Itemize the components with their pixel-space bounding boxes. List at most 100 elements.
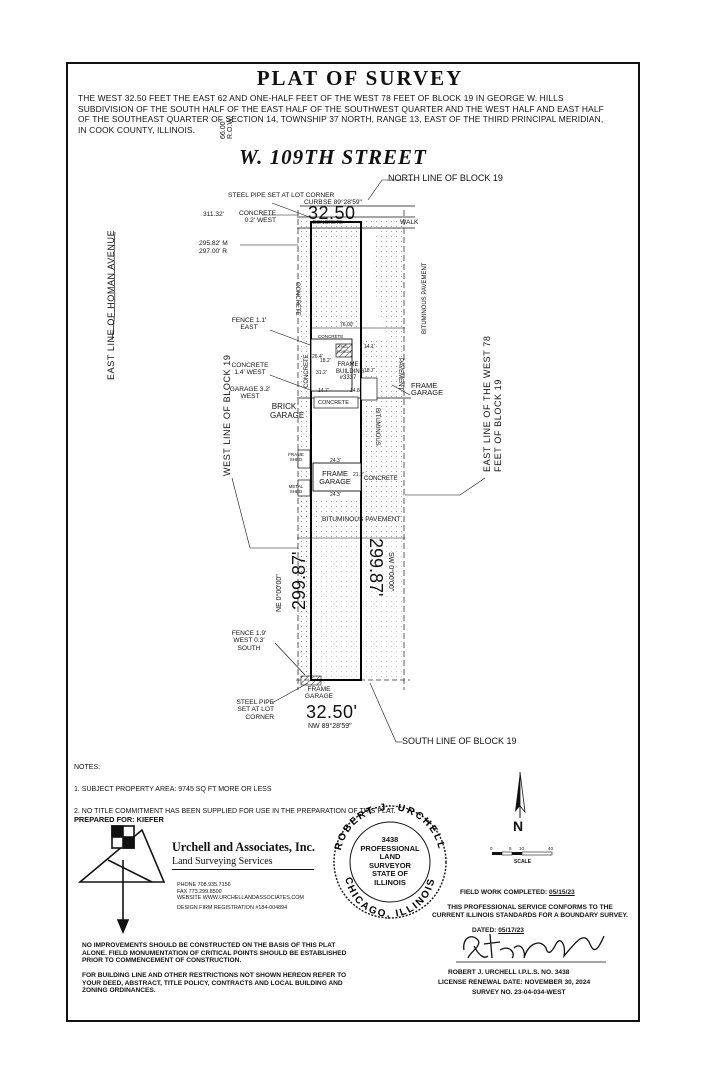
dist-r: 297.00' R — [199, 248, 228, 255]
fence-bottom-label: FENCE 1.9' WEST 0.3' SOUTH — [231, 630, 267, 652]
garage-west-label: GARAGE 3.2' WEST — [229, 386, 271, 401]
company-name: Urchell and Associates, Inc. — [172, 840, 315, 854]
note-item-1: 1. SUBJECT PROPERTY AREA: 9745 SQ FT MOR… — [74, 786, 272, 793]
bottom-width: 32.50' — [306, 702, 358, 722]
seal-line-5: ILLINOIS — [374, 877, 406, 887]
leader-north — [367, 179, 383, 201]
seal-number: 3438 — [381, 835, 399, 844]
company-tagline: Land Surveying Services — [172, 856, 314, 870]
homan-line-label: EAST LINE OF HOMAN AVENUE — [106, 229, 116, 380]
concrete-pad-label: CONCRETE — [318, 400, 349, 406]
bituminous-vertical: BITUMINOUS — [374, 408, 380, 446]
walk-label: WALK — [400, 219, 419, 226]
concrete-small: CONCRETE — [318, 334, 344, 339]
concrete-walk-area — [311, 228, 361, 328]
dim-243a: 24.3' — [330, 458, 341, 464]
document-title: PLAT OF SURVEY — [256, 66, 464, 90]
company-fax: FAX 773.299.8500 — [177, 888, 222, 895]
frame-shed-label: FRAME SHED — [288, 452, 304, 462]
legal-description: THE WEST 32.50 FEET THE EAST 62 AND ONE-… — [78, 93, 604, 135]
bituminous-drive — [361, 228, 405, 340]
concrete-mid-label: CONCRETE — [364, 476, 398, 482]
north-letter: N — [513, 818, 524, 834]
dim-182: 18.2' — [320, 358, 331, 364]
east-line-label: EAST LINE OF THE WEST 78 FEET OF BLOCK 1… — [482, 335, 503, 472]
steel-pipe-bottom-label: STEEL PIPE SET AT LOT CORNER — [236, 699, 274, 721]
dist-m: 295.82' M — [199, 240, 228, 247]
field-work-line: FIELD WORK COMPLETED: 05/15/23 — [460, 889, 575, 897]
concrete-vertical-2: CONCRETE — [304, 354, 310, 388]
surveyor-name: ROBERT J. URCHELL I.P.L.S. No. 3438 — [448, 969, 570, 976]
west-line-label: WEST LINE OF BLOCK 19 — [222, 354, 232, 476]
porch-hatch — [335, 343, 353, 358]
rear-yard — [297, 540, 405, 680]
scale-label: SCALE — [514, 859, 531, 865]
concrete-west14-label: CONCRETE 1.4' WEST — [231, 362, 269, 377]
dim-147: 14.7' — [318, 388, 329, 394]
metal-shed-building — [297, 479, 311, 497]
improvements-warning: NO IMPROVEMENTS SHOULD BE CONSTRUCTED ON… — [82, 942, 347, 965]
curb-label: CURB — [304, 199, 323, 206]
concrete-vertical-1: CONCRETE — [294, 282, 300, 316]
brick-garage-label: BRICK GARAGE — [270, 402, 305, 420]
dim-76: 76.00' — [340, 322, 354, 328]
concrete-top: CONCRETE — [312, 220, 343, 226]
frame-garage-bottom-hatch — [300, 675, 322, 686]
survey-number: SURVEY No. 23-04-034-WEST — [472, 989, 566, 996]
scale-tick-5: 5 — [509, 846, 512, 851]
conform-line-2: CURRENT ILLINOIS STANDARDS FOR A BOUNDAR… — [432, 912, 628, 919]
frame-garage-building — [312, 462, 362, 492]
company-registration: DESIGN FIRM REGISTRATION #184-004894 — [177, 905, 288, 911]
seal-line-2: LAND — [379, 852, 401, 862]
leader-pipe-top — [271, 202, 313, 219]
frame-shed-building — [297, 449, 311, 469]
dim-148: 14.8' — [350, 388, 361, 394]
seal-inner: 3438 PROFESSIONAL LAND SURVEYOR STATE OF… — [350, 835, 430, 888]
prepared-for: PREPARED FOR: KIEFER — [74, 815, 164, 824]
page-border — [66, 62, 640, 1022]
steel-pipe-top-label: STEEL PIPE SET AT LOT CORNER — [228, 192, 335, 199]
street-name: W. 109TH STREET — [239, 145, 427, 169]
dim-243b: 24.3' — [330, 492, 341, 498]
dim-141: 14.1' — [364, 344, 375, 350]
frame-building-label: FRAME BUILDING #3337 — [336, 362, 365, 382]
subject-lot — [310, 221, 362, 681]
bituminous-pavement-h: BITUMINOUS PAVEMENT — [322, 516, 401, 523]
dim-187: 18.7' — [364, 368, 375, 374]
frame-garage-east — [360, 377, 378, 401]
field-work-label: FIELD WORK COMPLETED: — [460, 889, 548, 896]
dim-212: 21.2' — [353, 472, 364, 478]
company-contact: PHONE 708.935.7156 FAX 773.299.8500 WEBS… — [177, 882, 304, 902]
metal-shed-label: METAL SHED — [288, 484, 304, 494]
company-block: Urchell and Associates, Inc. Land Survey… — [172, 840, 315, 870]
top-bearing: SE 89°28'59" — [323, 199, 362, 206]
note-item-2: 2. NO TITLE COMMITMENT HAS BEEN SUPPLIED… — [74, 808, 396, 815]
bituminous-pavement-vertical: BITUMINOUS PAVEMENT — [422, 262, 428, 334]
dist-311: 311.32' — [203, 211, 224, 218]
bituminous-pavement-rear — [297, 498, 405, 538]
frame-garage-mid-label: FRAME GARAGE — [319, 469, 351, 486]
left-bearing: NE 0°00'00" — [276, 574, 283, 612]
bottom-bearing: NW 89°28'59" — [308, 723, 352, 730]
notes-heading: NOTES: — [74, 764, 101, 771]
dated-label: DATED: — [472, 927, 497, 934]
scale-tick-40: 40 — [548, 846, 554, 851]
north-line-label: NORTH LINE OF BLOCK 19 — [388, 173, 503, 183]
dated-line: DATED: 05/17/23 — [472, 927, 524, 935]
bituminous-pavement-side — [361, 340, 405, 500]
seal-line-1: PROFESSIONAL — [360, 843, 420, 853]
company-phone: PHONE 708.935.7156 — [177, 882, 231, 888]
seal-line-3: SURVEYOR — [369, 860, 411, 870]
seal-line-4: STATE OF — [372, 869, 408, 879]
notes-section: NOTES: 1. SUBJECT PROPERTY AREA: 9745 SQ… — [74, 763, 396, 829]
license-renewal: LICENSE RENEWAL DATE: NOVEMBER 30, 2024 — [438, 979, 591, 986]
porch-label: ENCL. PORCH — [336, 344, 352, 354]
dated-value: 05/17/23 — [498, 927, 524, 934]
frame-garage-bottom-label: FRAME GARAGE — [304, 686, 334, 701]
conform-line-1: THIS PROFESSIONAL SERVICE CONFORMS TO TH… — [447, 904, 613, 911]
field-work-date: 05/15/23 — [549, 889, 575, 896]
dim-264: 26.4' — [312, 354, 323, 360]
concrete-pad — [313, 396, 359, 409]
building-line-warning: FOR BUILDING LINE AND OTHER RESTRICTIONS… — [82, 972, 347, 995]
